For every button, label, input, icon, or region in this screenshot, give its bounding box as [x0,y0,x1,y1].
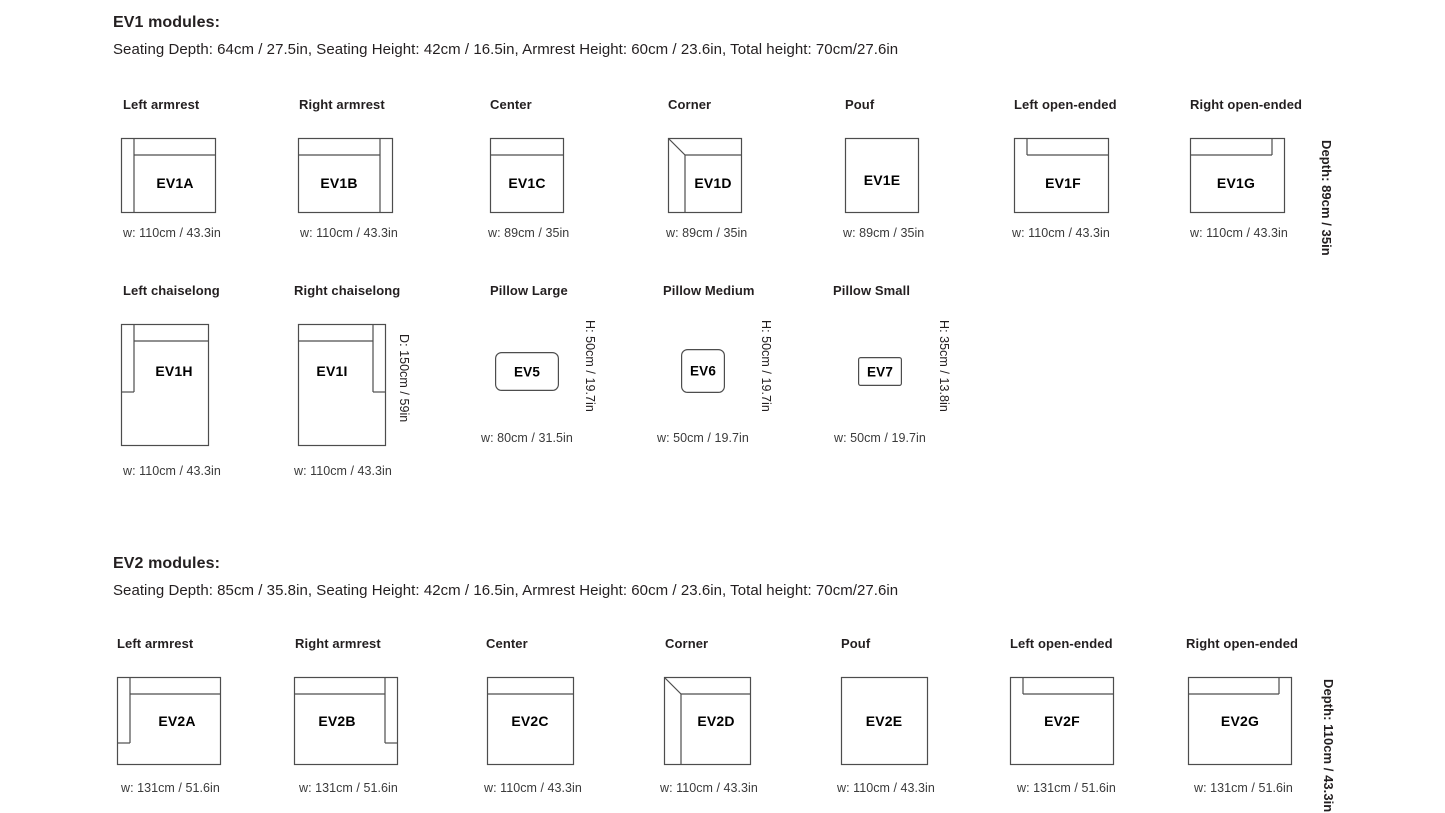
module-shape-ev2a: EV2A [116,676,222,766]
section-title-ev1: EV1 modules: [113,14,221,31]
module-code-ev2d: EV2D [697,713,735,729]
module-width-ev2b: w: 131cm / 51.6in [299,781,398,795]
module-width-ev2f: w: 131cm / 51.6in [1017,781,1116,795]
module-title-ev1h: Left chaiselong [123,283,220,298]
module-shape-ev1d: EV1D [667,137,743,214]
section-specs-ev1: Seating Depth: 64cm / 27.5in, Seating He… [113,41,899,58]
module-shape-ev6: EV6 [681,349,725,393]
module-width-ev2a: w: 131cm / 51.6in [121,781,220,795]
module-code-ev1d: EV1D [694,175,732,191]
height-label-ev5: H: 50cm / 19.7in [583,320,597,412]
module-shape-ev1e: EV1E [844,137,920,214]
module-title-ev1g: Right open-ended [1190,97,1303,112]
module-title-ev2f: Left open-ended [1010,636,1113,651]
module-title-ev1d: Corner [668,97,712,112]
module-code-ev2e: EV2E [865,713,903,729]
module-code-ev2f: EV2F [1044,713,1080,729]
module-shape-ev1g: EV1G [1189,137,1286,214]
module-title-ev2a: Left armrest [117,636,194,651]
module-title-ev2d: Corner [665,636,709,651]
module-shape-ev1i: EV1I [297,323,387,447]
module-title-ev2e: Pouf [841,636,871,651]
module-width-ev1b: w: 110cm / 43.3in [300,226,398,240]
module-code-ev1a: EV1A [156,175,194,191]
module-shape-ev1h: EV1H [120,323,210,447]
module-title-ev2g: Right open-ended [1186,636,1299,651]
module-title-ev1e: Pouf [845,97,875,112]
section-title-ev2: EV2 modules: [113,555,221,572]
module-shape-ev2b: EV2B [293,676,399,766]
module-width-ev1h: w: 110cm / 43.3in [123,464,221,478]
module-shape-ev1f: EV1F [1013,137,1110,214]
module-code-ev2b: EV2B [318,713,356,729]
module-title-ev1f: Left open-ended [1014,97,1117,112]
module-title-ev1c: Center [490,97,532,112]
module-shape-ev1a: EV1A [120,137,217,214]
depth-label-ev1: Depth: 89cm / 35in [1319,140,1334,256]
section-header-ev2: EV2 modules: Seating Depth: 85cm / 35.8i… [113,555,898,599]
module-shape-ev2g: EV2G [1187,676,1293,766]
module-shape-ev7: EV7 [858,357,902,386]
module-width-ev1g: w: 110cm / 43.3in [1190,226,1288,240]
module-width-ev2g: w: 131cm / 51.6in [1194,781,1293,795]
module-shape-ev5: EV5 [495,352,559,391]
module-code-ev2g: EV2G [1220,713,1260,729]
module-width-ev1d: w: 89cm / 35in [666,226,748,240]
module-shape-ev2f: EV2F [1009,676,1115,766]
module-code-ev5: EV5 [513,364,541,380]
module-code-ev2a: EV2A [158,713,196,729]
module-width-ev1a: w: 110cm / 43.3in [123,226,221,240]
module-shape-ev1c: EV1C [489,137,565,214]
module-code-ev1f: EV1F [1045,175,1081,191]
module-width-ev1e: w: 89cm / 35in [843,226,925,240]
module-code-ev1g: EV1G [1216,175,1256,191]
module-width-ev1c: w: 89cm / 35in [488,226,570,240]
module-title-ev6: Pillow Medium [663,283,755,298]
module-shape-ev2c: EV2C [486,676,575,766]
module-width-ev1f: w: 110cm / 43.3in [1012,226,1110,240]
module-width-ev2d: w: 110cm / 43.3in [660,781,758,795]
height-label-ev6: H: 50cm / 19.7in [759,320,773,412]
section-header-ev1: EV1 modules: Seating Depth: 64cm / 27.5i… [113,14,898,58]
module-title-ev5: Pillow Large [490,283,568,298]
module-width-ev2c: w: 110cm / 43.3in [484,781,582,795]
module-code-ev2c: EV2C [511,713,549,729]
module-code-ev7: EV7 [866,364,894,380]
module-code-ev1h: EV1H [155,363,193,379]
module-width-ev7: w: 50cm / 19.7in [834,431,926,445]
section-specs-ev2: Seating Depth: 85cm / 35.8in, Seating He… [113,582,899,599]
module-width-ev6: w: 50cm / 19.7in [657,431,749,445]
module-code-ev1c: EV1C [508,175,546,191]
module-title-ev1b: Right armrest [299,97,385,112]
module-code-ev6: EV6 [689,363,717,379]
module-code-ev1b: EV1B [320,175,358,191]
module-shape-ev2d: EV2D [663,676,752,766]
depth-label-chaiselong: D: 150cm / 59in [397,334,411,423]
module-title-ev2c: Center [486,636,528,651]
module-shape-ev1b: EV1B [297,137,394,214]
module-width-ev5: w: 80cm / 31.5in [481,431,573,445]
height-label-ev7: H: 35cm / 13.8in [937,320,951,412]
module-title-ev1i: Right chaiselong [294,283,401,298]
module-width-ev1i: w: 110cm / 43.3in [294,464,392,478]
module-title-ev1a: Left armrest [123,97,200,112]
depth-label-ev2: Depth: 110cm / 43.3in [1321,679,1336,813]
module-width-ev2e: w: 110cm / 43.3in [837,781,935,795]
module-title-ev2b: Right armrest [295,636,381,651]
module-code-ev1e: EV1E [863,172,901,188]
module-title-ev7: Pillow Small [833,283,911,298]
module-shape-ev2e: EV2E [840,676,929,766]
module-code-ev1i: EV1I [316,363,348,379]
